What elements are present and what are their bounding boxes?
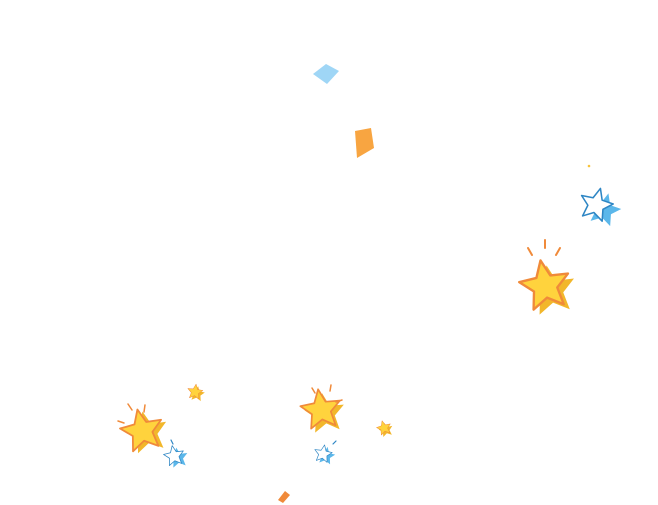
star-blue-right-icon [575,183,625,228]
star-tiny-yellow-center-icon [374,418,395,438]
star-small-yellow-left-icon [186,382,206,402]
star-large-yellow-icon [514,239,580,317]
star-mid-yellow-icon [297,384,348,434]
star-small-blue-left-icon [161,439,190,469]
star-left-yellow-icon [115,403,172,455]
star-small-blue-center-icon [312,440,337,465]
confetti-small-orange-icon [278,491,290,503]
confetti-blue-icon [313,64,339,84]
confetti-dot-icon [587,164,591,168]
confetti-orange-icon [355,128,374,158]
